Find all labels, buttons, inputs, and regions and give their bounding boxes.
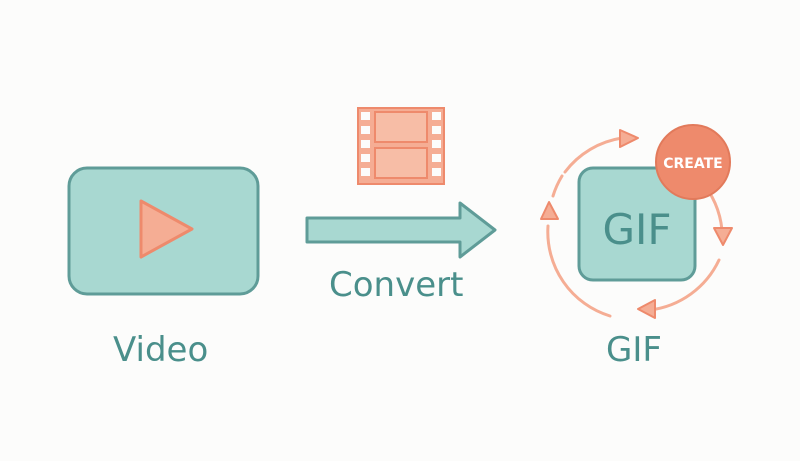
gif-box: GIF bbox=[577, 166, 697, 282]
video-label: Video bbox=[113, 330, 209, 370]
cycle-arrowheads bbox=[540, 129, 733, 319]
gif-label: GIF bbox=[606, 330, 662, 370]
create-badge-text: CREATE bbox=[663, 156, 722, 172]
convert-label: Convert bbox=[329, 265, 464, 305]
arrow-right-icon bbox=[305, 201, 497, 259]
video-box bbox=[67, 166, 260, 296]
film-strip-icon bbox=[357, 107, 445, 185]
create-badge: CREATE bbox=[655, 124, 731, 200]
gif-box-text: GIF bbox=[602, 205, 671, 254]
play-icon bbox=[139, 199, 194, 259]
cycle-arrows-icon bbox=[546, 136, 724, 318]
